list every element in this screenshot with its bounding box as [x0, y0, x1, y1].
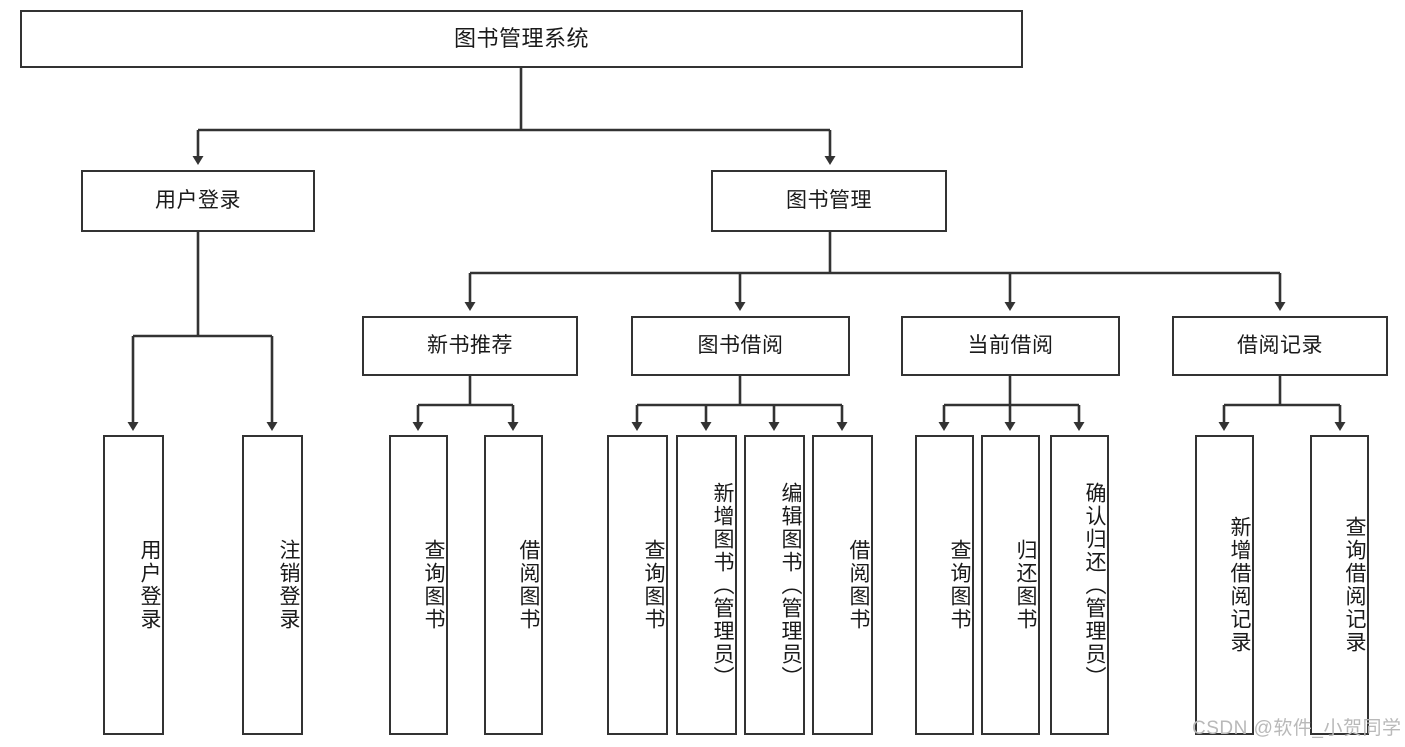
node-leaf-add-book-label: 新增图书（管理员） — [711, 481, 734, 689]
node-leaf-return-book[interactable]: 归还图书 — [981, 435, 1040, 735]
node-book-management[interactable]: 图书管理 — [711, 170, 947, 232]
node-leaf-edit-book[interactable]: 编辑图书（管理员） — [744, 435, 805, 735]
node-current-borrow-label: 当前借阅 — [967, 333, 1054, 357]
node-leaf-confirm-return[interactable]: 确认归还（管理员） — [1050, 435, 1109, 735]
watermark: CSDN @软件_小贺同学 — [1192, 718, 1402, 739]
node-leaf-add-book[interactable]: 新增图书（管理员） — [676, 435, 737, 735]
node-leaf-query-book-1[interactable]: 查询图书 — [389, 435, 448, 735]
node-leaf-query-borrow-record-label: 查询借阅记录 — [1343, 516, 1366, 654]
node-leaf-confirm-return-label: 确认归还（管理员） — [1083, 481, 1106, 689]
node-leaf-add-borrow-record[interactable]: 新增借阅记录 — [1195, 435, 1254, 735]
node-leaf-user-login[interactable]: 用户登录 — [103, 435, 164, 735]
node-borrow-record-label: 借阅记录 — [1237, 333, 1323, 357]
node-leaf-query-book-1-label: 查询图书 — [422, 539, 445, 631]
node-user-login-label: 用户登录 — [155, 188, 241, 212]
node-leaf-query-book-2[interactable]: 查询图书 — [607, 435, 668, 735]
node-leaf-borrow-book-1[interactable]: 借阅图书 — [484, 435, 543, 735]
node-leaf-query-book-2-label: 查询图书 — [642, 539, 665, 631]
node-new-book-recommend-label: 新书推荐 — [427, 333, 513, 357]
node-leaf-add-borrow-record-label: 新增借阅记录 — [1228, 516, 1251, 654]
node-leaf-edit-book-label: 编辑图书（管理员） — [779, 481, 802, 689]
node-borrow-record[interactable]: 借阅记录 — [1172, 316, 1388, 376]
node-book-borrow[interactable]: 图书借阅 — [631, 316, 850, 376]
node-leaf-query-book-3[interactable]: 查询图书 — [915, 435, 974, 735]
node-leaf-borrow-book-1-label: 借阅图书 — [517, 539, 540, 631]
node-leaf-borrow-book-2[interactable]: 借阅图书 — [812, 435, 873, 735]
node-leaf-logout-login[interactable]: 注销登录 — [242, 435, 303, 735]
node-root[interactable]: 图书管理系统 — [20, 10, 1023, 68]
node-book-borrow-label: 图书借阅 — [697, 333, 784, 357]
node-leaf-query-book-3-label: 查询图书 — [948, 539, 971, 631]
node-new-book-recommend[interactable]: 新书推荐 — [362, 316, 578, 376]
node-leaf-user-login-label: 用户登录 — [138, 539, 161, 631]
node-leaf-query-borrow-record[interactable]: 查询借阅记录 — [1310, 435, 1369, 735]
node-leaf-return-book-label: 归还图书 — [1014, 539, 1037, 631]
node-leaf-borrow-book-2-label: 借阅图书 — [847, 539, 870, 631]
node-leaf-logout-login-label: 注销登录 — [277, 539, 300, 631]
node-root-label: 图书管理系统 — [453, 26, 589, 52]
node-book-management-label: 图书管理 — [786, 188, 872, 212]
node-current-borrow[interactable]: 当前借阅 — [901, 316, 1120, 376]
node-user-login[interactable]: 用户登录 — [81, 170, 315, 232]
